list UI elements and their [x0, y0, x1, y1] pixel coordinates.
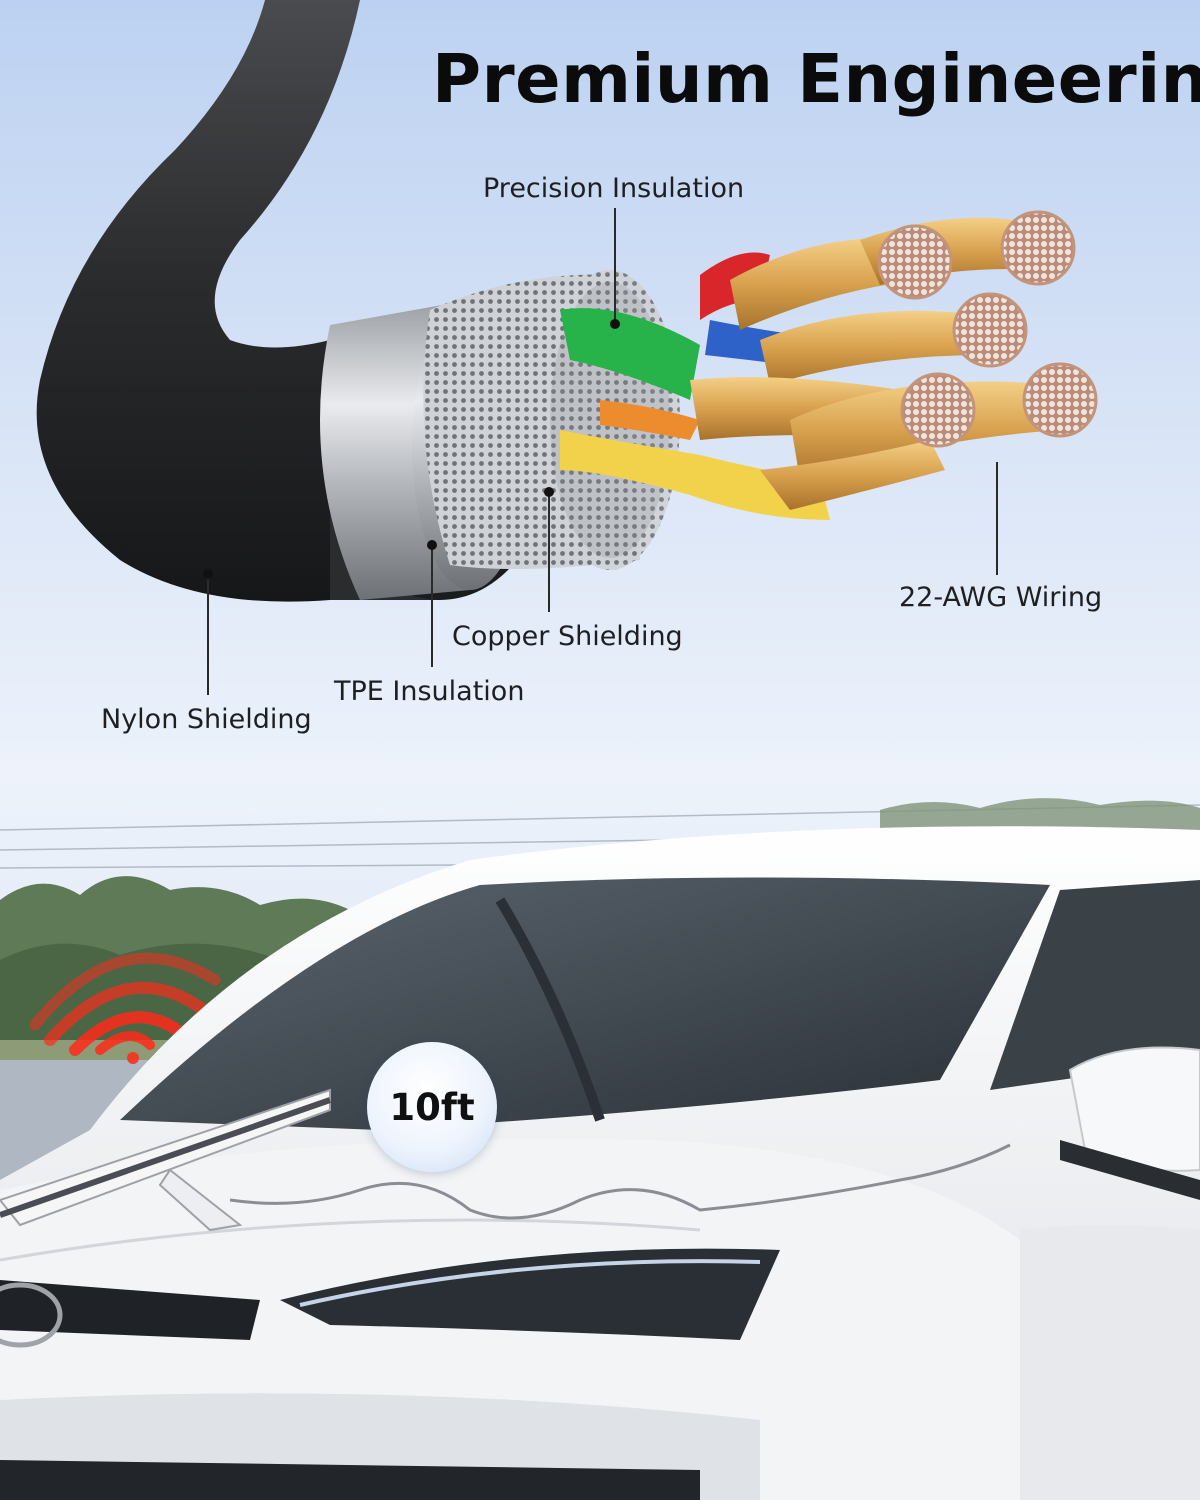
label-22-awg-wiring: 22-AWG Wiring [899, 582, 1103, 613]
cable-length-badge: 10ft [367, 1042, 497, 1172]
label-tpe-insulation: TPE Insulation [334, 676, 525, 707]
callout-lines [203, 208, 998, 695]
car-illustration [0, 826, 1200, 1500]
charging-cable-on-hood [0, 1088, 1011, 1232]
label-precision-insulation: Precision Insulation [483, 173, 745, 204]
cable-cross-section [36, 0, 1098, 602]
label-copper-shielding: Copper Shielding [452, 621, 683, 652]
headline: Premium Engineering [432, 40, 1200, 118]
label-nylon-shielding: Nylon Shielding [101, 704, 312, 735]
wireless-signal-icon [29, 952, 221, 1064]
cable-length-text: 10ft [389, 1085, 475, 1129]
